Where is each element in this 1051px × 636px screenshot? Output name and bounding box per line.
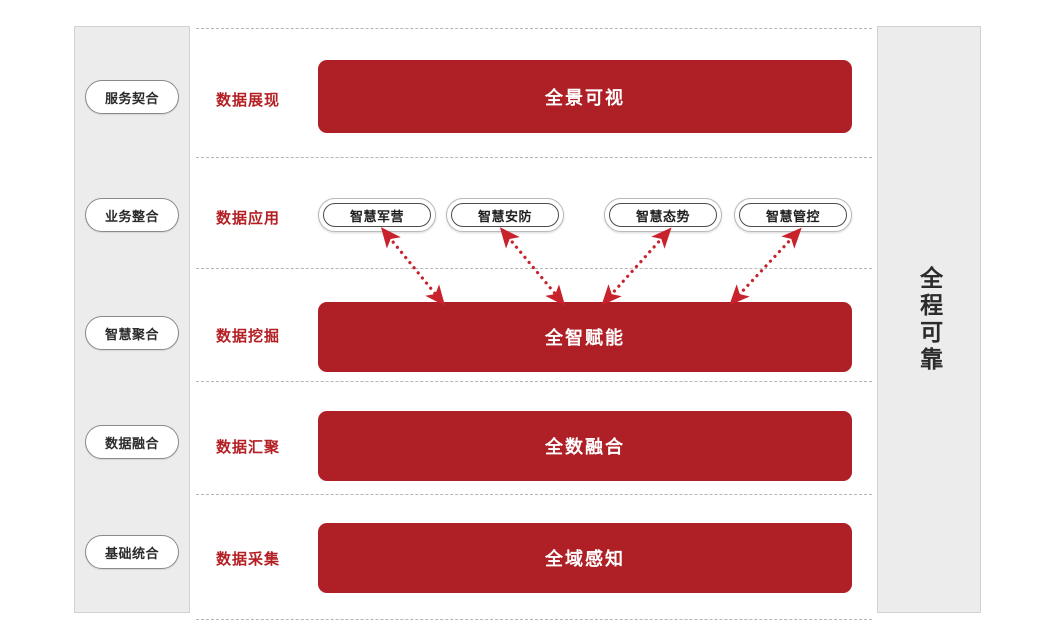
maturity-stage-label: 服务契合: [104, 90, 159, 106]
row-label-2: 数据应用: [216, 210, 281, 227]
capability-bar-label: 全景可视: [545, 87, 625, 108]
reliability-panel-text: 全程可靠: [916, 265, 943, 374]
application-pill-label: 智慧管控: [739, 203, 847, 227]
separator-presentation-application: [196, 157, 872, 158]
maturity-stage-label: 数据融合: [104, 435, 159, 451]
application-pill-4[interactable]: 智慧管控: [734, 198, 852, 232]
separator-bottom: [196, 619, 872, 620]
row-label-3: 数据挖掘: [216, 328, 281, 345]
row-label-1: 数据展现: [216, 92, 281, 109]
maturity-stage-label: 业务整合: [104, 208, 159, 224]
capability-bar-3[interactable]: 全智赋能: [318, 302, 852, 372]
application-pill-label: 智慧军营: [323, 203, 431, 227]
application-pill-1[interactable]: 智慧军营: [318, 198, 436, 232]
maturity-stage-pill-5[interactable]: 基础统合: [85, 535, 179, 569]
maturity-stage-label: 智慧聚合: [104, 326, 159, 342]
maturity-stage-label: 基础统合: [104, 545, 159, 561]
arrow-smart-control: [729, 227, 802, 306]
capability-bar-1[interactable]: 全景可视: [318, 60, 852, 133]
application-pill-label: 智慧态势: [609, 203, 717, 227]
separator-mining-aggregation: [196, 381, 872, 382]
arrow-smart-security: [499, 227, 566, 306]
application-pill-label: 智慧安防: [451, 203, 559, 227]
capability-bar-label: 全数融合: [545, 437, 625, 457]
arrow-smart-situation: [601, 227, 672, 306]
reliability-panel: 全程可靠: [877, 26, 981, 613]
capability-bar-label: 全智赋能: [545, 328, 625, 348]
separator-aggregation-collection: [196, 494, 872, 495]
row-label-5: 数据采集: [216, 551, 281, 568]
maturity-stage-pill-2[interactable]: 业务整合: [85, 198, 179, 232]
row-label-4: 数据汇聚: [216, 439, 281, 456]
capability-bar-5[interactable]: 全域感知: [318, 523, 852, 593]
separator-application-mining: [196, 268, 872, 269]
maturity-stage-pill-3[interactable]: 智慧聚合: [85, 316, 179, 350]
application-pill-3[interactable]: 智慧态势: [604, 198, 722, 232]
separator-top: [196, 28, 872, 29]
maturity-stage-pill-4[interactable]: 数据融合: [85, 425, 179, 459]
application-pill-2[interactable]: 智慧安防: [446, 198, 564, 232]
capability-bar-4[interactable]: 全数融合: [318, 411, 852, 481]
maturity-stage-pill-1[interactable]: 服务契合: [85, 80, 179, 114]
arrow-smart-barracks: [380, 227, 446, 306]
capability-bar-label: 全域感知: [545, 549, 625, 569]
